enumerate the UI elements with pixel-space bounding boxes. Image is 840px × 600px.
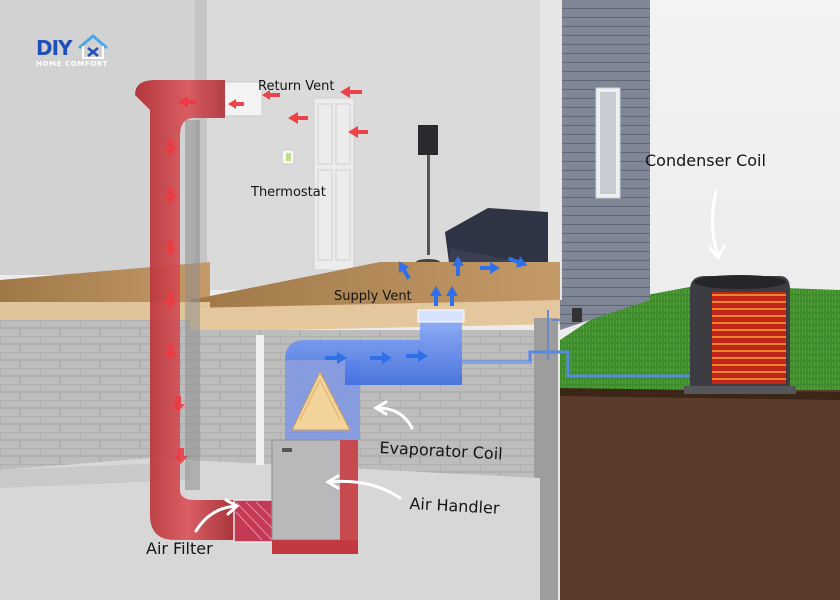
- return-vent-label: Return Vent: [258, 79, 335, 94]
- condenser-coil-label: Condenser Coil: [645, 151, 766, 170]
- house-tools-icon: [78, 34, 108, 59]
- logo-brand: DIY: [36, 36, 73, 60]
- logo: DIY HOME COMFORT: [36, 34, 116, 76]
- logo-subtitle: HOME COMFORT: [36, 60, 108, 68]
- supply-vent-label: Supply Vent: [334, 289, 412, 304]
- air-filter-label: Air Filter: [146, 539, 213, 558]
- thermostat-label: Thermostat: [251, 185, 326, 200]
